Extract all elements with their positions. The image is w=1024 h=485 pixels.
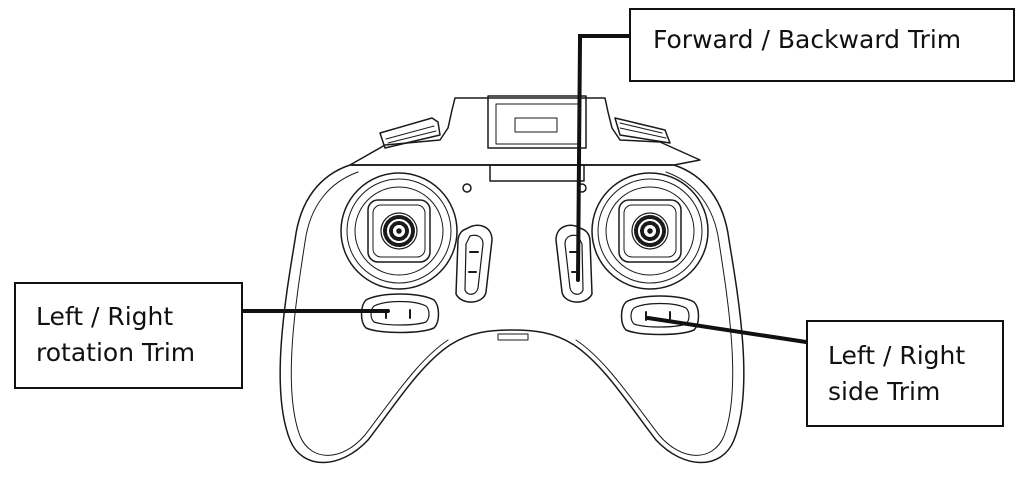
phone-clip-tab [514, 117, 558, 133]
forward-backward-trim-label: Forward / Backward Trim [653, 25, 962, 54]
left-horizontal-trim-button [360, 293, 440, 334]
bottom-port [497, 333, 529, 341]
controller-body [279, 164, 745, 464]
right-stick-cap-texture-inner [640, 221, 660, 241]
right-stick-ring-inner [605, 186, 695, 276]
leader-line-side [646, 316, 808, 344]
left-led-icon [462, 183, 472, 193]
right-horizontal-trim-marks [645, 311, 671, 321]
controller-top-deck [349, 97, 701, 166]
side-trim-label-line2: side Trim [828, 377, 941, 406]
left-stick-cap-texture [383, 215, 415, 247]
right-stick-pad [618, 199, 682, 263]
right-vertical-trim-inner [564, 234, 584, 295]
controller-body-inner [290, 171, 449, 456]
left-horizontal-trim-inner [370, 300, 430, 326]
right-stick-ring-mid [597, 178, 703, 284]
left-vertical-trim-inner [464, 234, 484, 295]
phone-clip-inner [495, 103, 579, 145]
right-shoulder-button-lines [619, 122, 667, 139]
right-stick-pad-inner [623, 204, 677, 258]
left-stick-ring-mid [346, 178, 452, 284]
left-vertical-trim-marks [468, 251, 479, 273]
left-stick-cap-center [396, 228, 402, 234]
left-stick-ring-inner [354, 186, 444, 276]
left-shoulder-button-lines [385, 125, 437, 144]
controller-body-inner-right [575, 171, 734, 456]
side-trim-label-line1: Left / Right [828, 341, 966, 370]
left-stick-pad [367, 199, 431, 263]
rotation-trim-label-line1: Left / Right [36, 302, 174, 331]
left-stick-ring-outer [340, 172, 458, 290]
right-shoulder-button [614, 117, 671, 144]
clip-base [489, 164, 585, 182]
leader-line-forward-backward [576, 34, 631, 282]
right-stick-ring-outer [591, 172, 709, 290]
left-stick-cap-texture-inner [389, 221, 409, 241]
left-vertical-trim-button [455, 224, 493, 303]
right-stick-cap-texture [634, 215, 666, 247]
right-horizontal-trim-button [620, 295, 700, 336]
left-stick-pad-inner [372, 204, 426, 258]
rotation-trim-callout: Left / Right rotation Trim [14, 282, 243, 389]
side-trim-callout: Left / Right side Trim [806, 320, 1004, 427]
rotation-trim-label-line2: rotation Trim [36, 338, 196, 367]
phone-clip [487, 95, 587, 149]
right-stick-cap [631, 212, 669, 250]
right-stick-cap-center [647, 228, 653, 234]
forward-backward-trim-callout: Forward / Backward Trim [629, 8, 1015, 82]
left-shoulder-button [379, 117, 441, 149]
left-stick-cap [380, 212, 418, 250]
right-vertical-trim-button [555, 224, 593, 303]
